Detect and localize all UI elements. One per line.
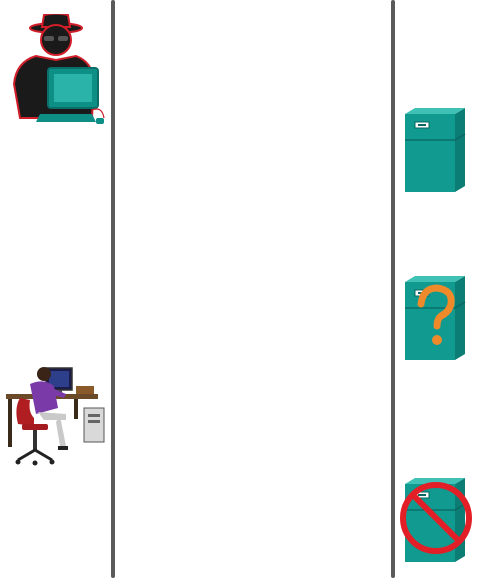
prohibited-icon <box>400 482 472 554</box>
server-question-mark-icon <box>405 276 466 360</box>
user-at-desk-workstation-icon <box>6 367 105 466</box>
server-tower-icon <box>405 108 466 192</box>
server-prohibited-icon <box>400 478 472 562</box>
hacker-at-computer-icon <box>12 14 105 124</box>
